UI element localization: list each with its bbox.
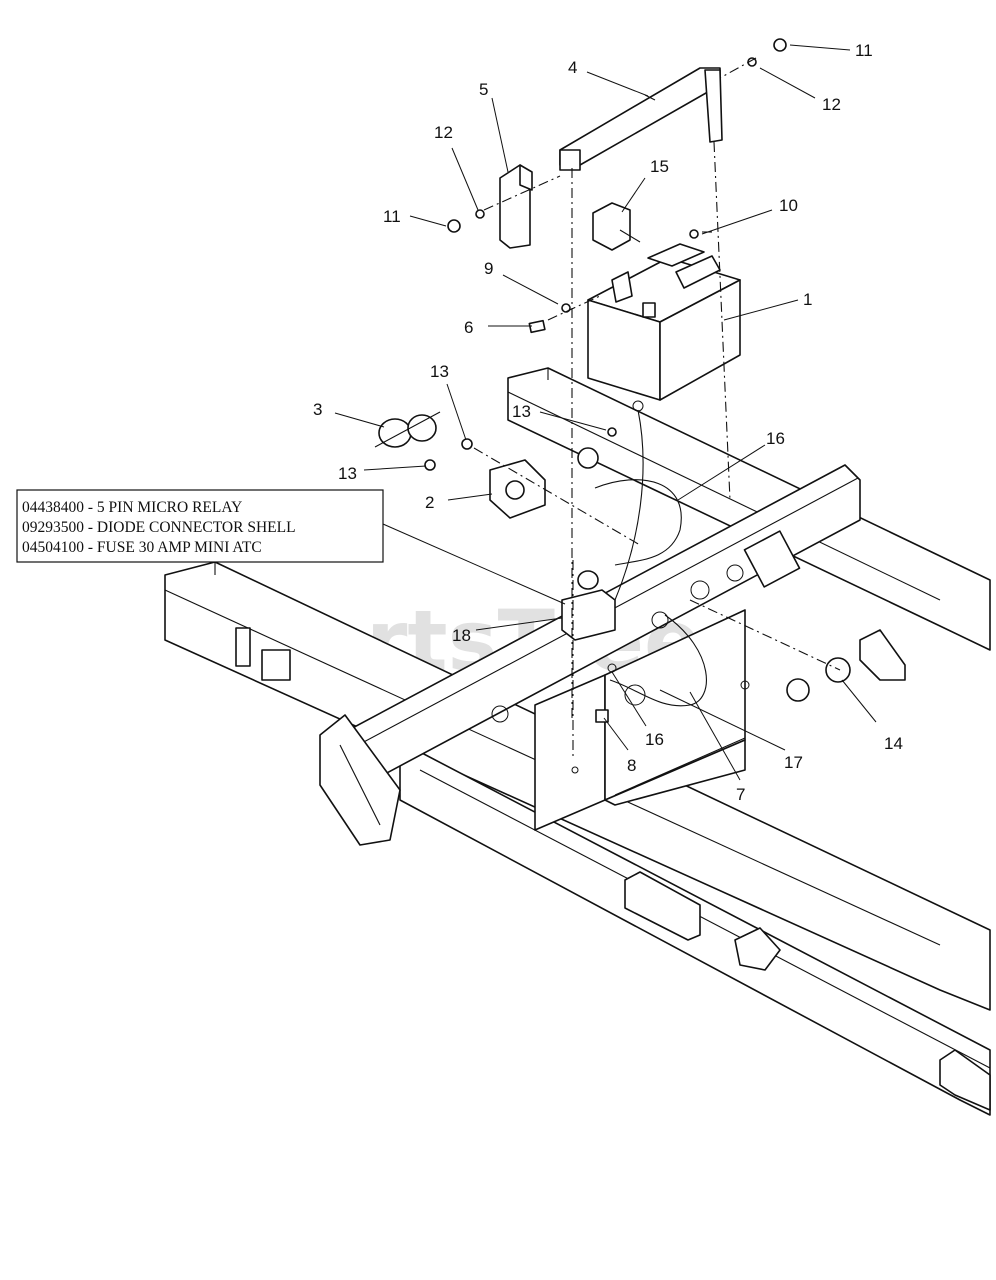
callout-16-lower: 16 [645,730,664,749]
callout-16-upper: 16 [766,429,785,448]
callouts: 1 2 3 4 5 6 7 8 9 10 11 11 12 12 13 13 1… [313,41,903,804]
part-15-terminal-cover [592,202,641,251]
frame-left-bracket [319,714,401,846]
assembly-lines [473,57,841,760]
callout-11-top: 11 [855,41,873,60]
small-hardware [424,38,787,723]
callout-13-lower: 13 [338,464,357,483]
leader-lines [334,44,877,781]
callout-6: 6 [464,318,473,337]
frame-rear-rail [507,367,991,651]
frame-right-bracket [859,629,906,681]
note-box: 04438400 - 5 PIN MICRO RELAY 09293500 - … [16,489,384,563]
callout-5: 5 [479,80,488,99]
callout-13-middle: 13 [512,402,531,421]
callout-4: 4 [568,58,577,77]
callout-14: 14 [884,734,903,753]
callout-2: 2 [425,493,434,512]
callout-18: 18 [452,626,471,645]
callout-3: 3 [313,400,322,419]
note-line-1: 04438400 - 5 PIN MICRO RELAY [22,499,242,516]
part-2-solenoid [489,459,546,519]
note-line-3: 04504100 - FUSE 30 AMP MINI ATC [22,539,262,556]
part-1-battery [587,243,741,401]
callout-12-left: 12 [434,123,453,142]
lower-rail-tabs [624,871,991,1111]
note-line-2: 09293500 - DIODE CONNECTOR SHELL [22,519,296,536]
part-18-relay [561,589,616,641]
callout-10: 10 [779,196,798,215]
callout-7: 7 [736,785,745,804]
part-5-side-bracket [499,164,533,249]
part-14-grommets [577,570,851,702]
callout-8: 8 [627,756,636,775]
callout-1: 1 [803,290,812,309]
callout-17: 17 [784,753,803,772]
callout-15: 15 [650,157,669,176]
part-4-battery-hold-down [559,67,723,171]
callout-9: 9 [484,259,493,278]
callout-13-upper: 13 [430,362,449,381]
callout-12-top: 12 [822,95,841,114]
part-3-fuse-holder [374,411,441,448]
callout-11-left: 11 [383,207,401,226]
